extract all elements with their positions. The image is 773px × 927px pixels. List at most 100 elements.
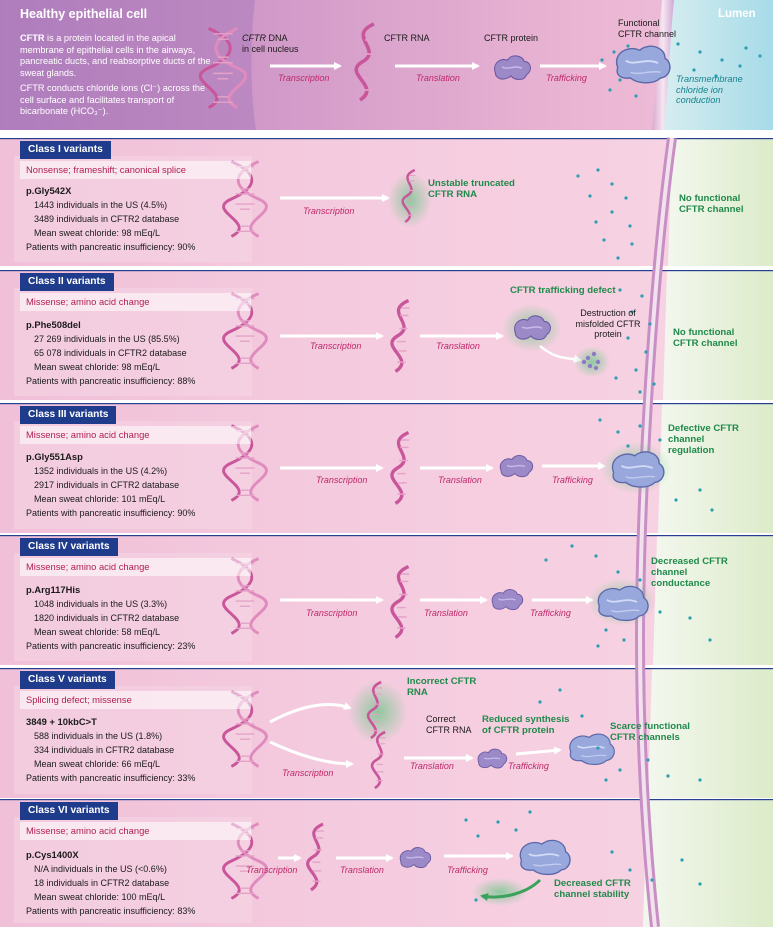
class-6-outcome: Decreased CFTR channel stability — [554, 878, 631, 900]
desc-1: is a protein located in the apical membr… — [20, 33, 211, 78]
header-title: Healthy epithelial cell — [20, 7, 148, 21]
class-1-us: 1443 individuals in the US (4.5%) — [34, 200, 168, 210]
class-4-variant: p.Arg117His — [26, 584, 81, 595]
channel-label-1: Functional — [618, 18, 660, 28]
class-5-transcription: Transcription — [282, 768, 334, 778]
class-5-ions — [538, 688, 702, 782]
class-3-transcription: Transcription — [316, 475, 368, 485]
class-2-sweat: Mean sweat chloride: 98 mEq/L — [34, 362, 161, 372]
class-2-us: 27 269 individuals in the US (85.5%) — [34, 334, 180, 344]
class-4-pancreatic: Patients with pancreatic insufficiency: … — [26, 641, 196, 651]
class-5-pancreatic: Patients with pancreatic insufficiency: … — [26, 773, 196, 783]
class-5-correct-1: Correct — [426, 714, 456, 724]
class-6-sweat: Mean sweat chloride: 100 mEq/L — [34, 892, 166, 902]
class-4-translation: Translation — [424, 608, 468, 618]
class-5-correct-2: CFTR RNA — [426, 724, 472, 735]
dna-label-line2: in cell nucleus — [242, 43, 299, 54]
class-2-ions — [614, 288, 656, 394]
ion-3: conduction — [676, 95, 721, 105]
class-1-variant: p.Gly542X — [26, 185, 72, 196]
class-3-variant: p.Gly551Asp — [26, 451, 83, 462]
class-6-channel — [519, 839, 571, 876]
class-5-sweat: Mean sweat chloride: 66 mEq/L — [34, 759, 161, 769]
class-6-translation: Translation — [340, 865, 384, 875]
class-3-trafficking: Trafficking — [552, 475, 593, 485]
class-2-outcome: No functional CFTR channel — [673, 327, 738, 349]
class-1-ions — [576, 168, 634, 260]
header-translation: Translation — [416, 73, 460, 83]
class-6-subtitle: Missense; amino acid change — [20, 822, 251, 840]
class-5-db: 334 individuals in CFTR2 database — [34, 745, 175, 755]
class-4-title: Class IV variants — [20, 538, 118, 556]
class-3-sweat: Mean sweat chloride: 101 mEq/L — [34, 494, 166, 504]
class-3-db: 2917 individuals in CFTR2 database — [34, 480, 180, 490]
class-3-translation: Translation — [438, 475, 482, 485]
class-2-db: 65 078 individuals in CFTR2 database — [34, 348, 187, 358]
class-3-subtitle: Missense; amino acid change — [20, 426, 251, 444]
class-6-trafficking: Trafficking — [447, 865, 488, 875]
class-1-db: 3489 individuals in CFTR2 database — [34, 214, 180, 224]
class-6-ions — [464, 810, 702, 902]
class-6-transcription: Transcription — [246, 865, 298, 875]
dna-label-rest: DNA — [266, 33, 288, 43]
class-5-reduced: Reduced synthesis of CFTR protein — [482, 714, 570, 736]
class-2-transcription: Transcription — [310, 341, 362, 351]
class-4-us: 1048 individuals in the US (3.3%) — [34, 599, 168, 609]
class-3-ions — [598, 418, 714, 512]
class-2-pancreatic: Patients with pancreatic insufficiency: … — [26, 376, 196, 386]
class-5-correct-arrow — [269, 740, 354, 768]
class-1-sweat: Mean sweat chloride: 98 mEq/L — [34, 228, 161, 238]
class-5-incorrect: Incorrect CFTR RNA — [407, 676, 477, 698]
class-4-channel — [597, 585, 649, 622]
dna-label-italic: CFTR — [242, 33, 266, 43]
class-3-us: 1352 individuals in the US (4.2%) — [34, 466, 168, 476]
class-panel-2 — [0, 270, 773, 400]
class-2-destruction-glow — [574, 346, 610, 378]
class-1-outcome: No functional CFTR channel — [679, 193, 744, 215]
class-2-title: Class II variants — [20, 273, 114, 291]
protein-label: CFTR protein — [484, 33, 539, 43]
header-description-2: CFTR conducts chloride ions (Cl⁻) across… — [20, 83, 206, 117]
ion-2: chloride ion — [676, 84, 723, 95]
class-4-db: 1820 individuals in CFTR2 database — [34, 613, 180, 623]
class-5-translation: Translation — [410, 761, 454, 771]
class-5-incorrect-arrow — [269, 702, 352, 724]
class-5-title: Class V variants — [20, 671, 115, 689]
class-2-destruction: Destruction of misfolded CFTR protein — [575, 308, 641, 339]
class-5-subtitle: Splicing defect; missense — [20, 691, 251, 709]
class-1-rna-defect: Unstable truncated CFTR RNA — [428, 178, 515, 200]
class-5-glow — [348, 680, 408, 744]
class-4-transcription: Transcription — [306, 608, 358, 618]
class-6-db: 18 individuals in CFTR2 database — [34, 878, 170, 888]
class-5-us: 588 individuals in the US (1.8%) — [34, 731, 163, 741]
class-2-subtitle: Missense; amino acid change — [20, 293, 251, 311]
channel-label-2: CFTR channel — [618, 28, 677, 39]
header-transcription: Transcription — [278, 73, 330, 83]
class-4-outcome: Decreased CFTR channel conductance — [651, 556, 728, 589]
class-5-outcome: Scarce functional CFTR channels — [610, 721, 690, 743]
class-1-subtitle: Nonsense; frameshift; canonical splice — [20, 161, 251, 179]
class-2-variant: p.Phe508del — [26, 319, 81, 330]
header-description: CFTR is a protein located in the apical … — [20, 33, 218, 79]
class-1-transcription: Transcription — [303, 206, 355, 216]
class-3-channel — [611, 450, 665, 488]
cftr-bold: CFTR — [20, 33, 45, 43]
class-6-title: Class VI variants — [20, 802, 118, 820]
class-6-recycling-arrow — [480, 878, 542, 902]
class-5-variant: 3849 + 10kbC>T — [26, 716, 97, 727]
class-5-trafficking: Trafficking — [508, 761, 549, 771]
class-5-channel — [569, 733, 616, 766]
rna-label: CFTR RNA — [384, 33, 430, 43]
class-4-trafficking: Trafficking — [530, 608, 571, 618]
class-2-translation: Translation — [436, 341, 480, 351]
class-4-subtitle: Missense; amino acid change — [20, 558, 251, 576]
class-3-outcome: Defective CFTR channel regulation — [668, 423, 739, 456]
class-2-fragments — [581, 351, 601, 370]
class-3-title: Class III variants — [20, 406, 117, 424]
